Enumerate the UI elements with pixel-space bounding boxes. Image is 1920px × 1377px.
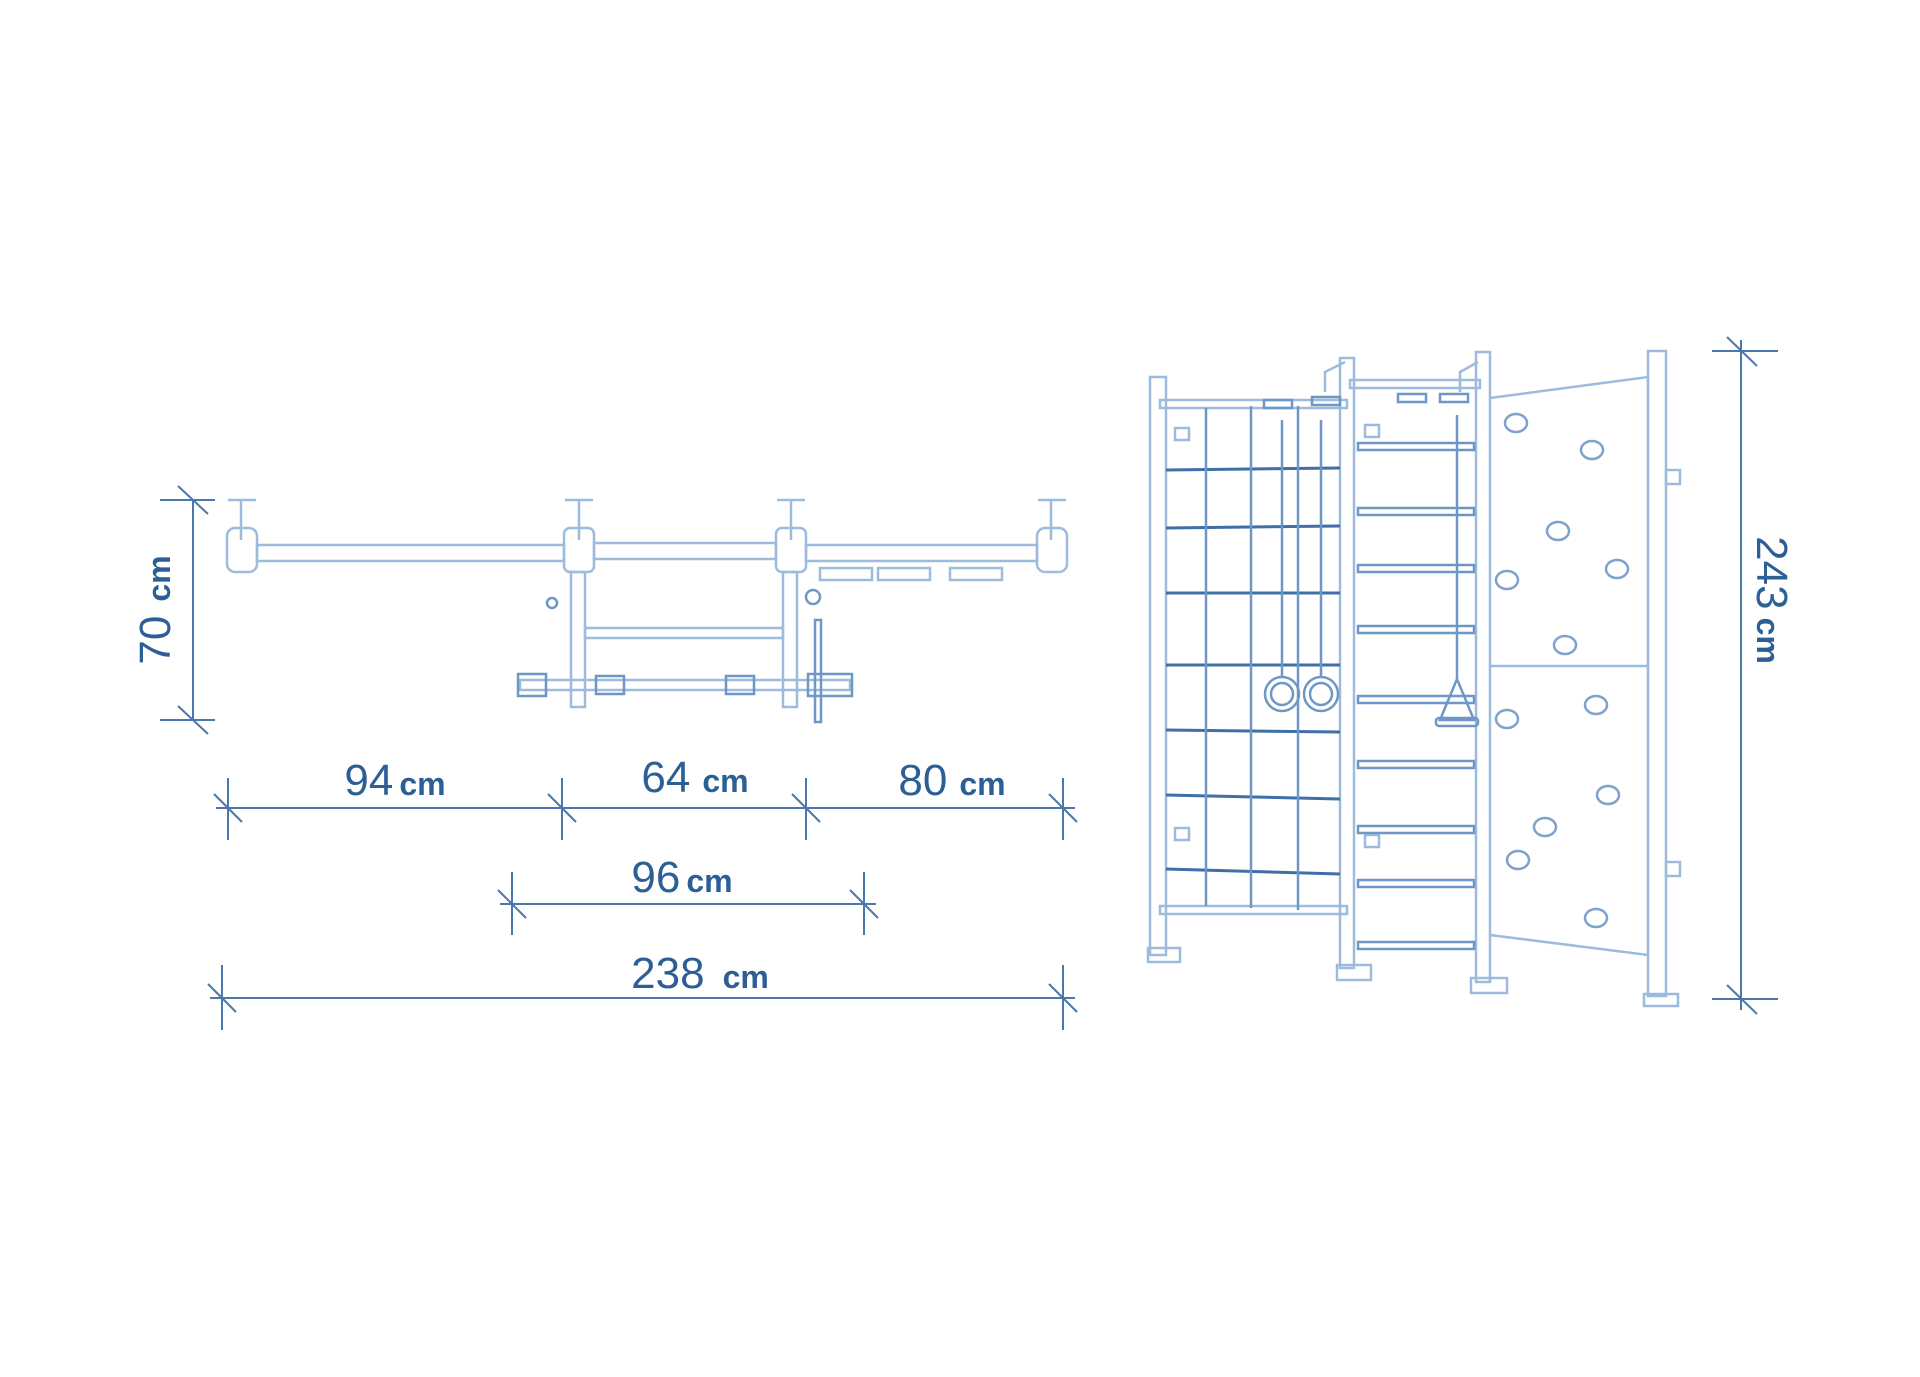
svg-text:243 cm: 243 cm <box>1747 536 1796 664</box>
total-unit: cm <box>723 959 769 995</box>
front-view-drawing <box>1146 349 1682 1008</box>
segment-3-unit: cm <box>959 766 1005 802</box>
dimension-total: 238 cm <box>207 949 1078 1030</box>
svg-text:70 cm: 70 cm <box>131 555 180 664</box>
segment-2-value: 64 <box>641 753 690 802</box>
segment-3-value: 80 <box>898 756 947 805</box>
dimension-depth: 70 cm <box>131 485 215 735</box>
height-value: 243 <box>1747 536 1796 609</box>
segment-2-unit: cm <box>702 763 748 799</box>
total-value: 238 <box>631 949 704 998</box>
middle-value: 96 <box>631 853 680 902</box>
middle-unit: cm <box>686 863 732 899</box>
climbing-holds <box>1494 412 1630 929</box>
segment-1-unit: cm <box>399 766 445 802</box>
height-unit: cm <box>1750 618 1786 664</box>
top-view-drawing <box>225 498 1069 724</box>
dimension-height: 243 cm <box>1712 336 1796 1015</box>
depth-unit: cm <box>141 555 177 601</box>
depth-value: 70 <box>131 616 180 665</box>
segment-1-value: 94 <box>344 756 393 805</box>
